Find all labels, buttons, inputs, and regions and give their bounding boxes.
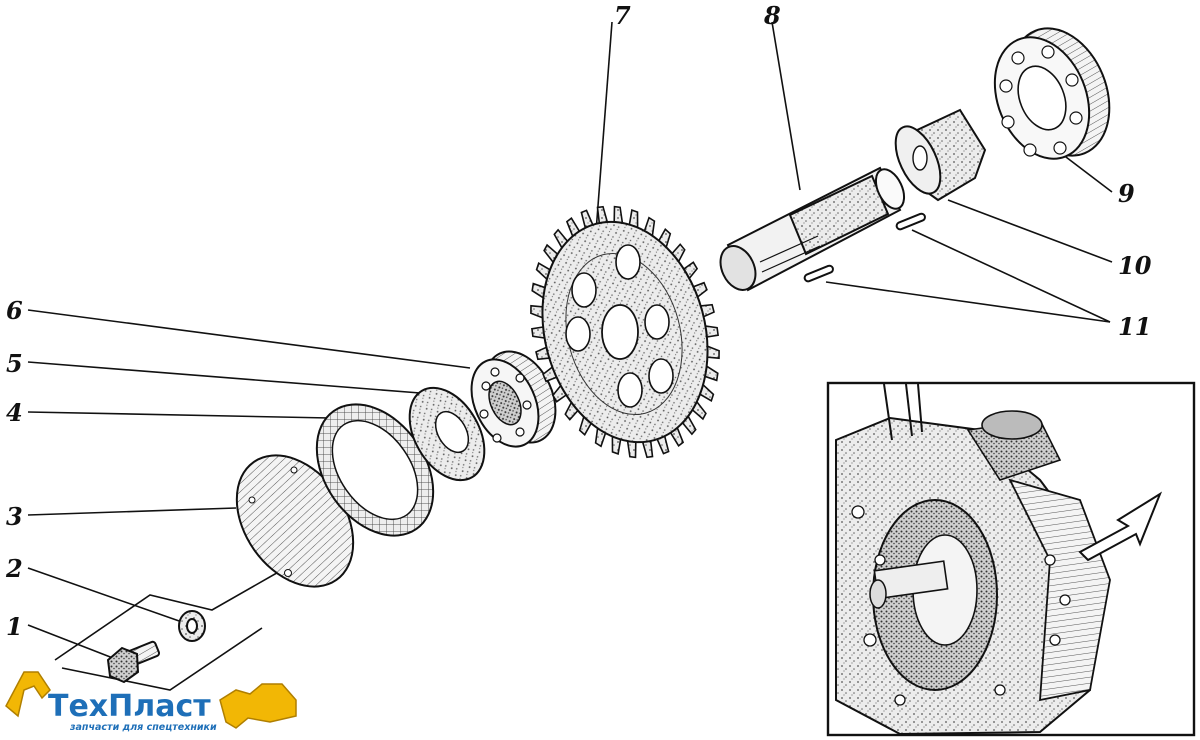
callout-5: 5 (6, 349, 23, 378)
techplast-logo: ТехПласт запчасти для спецтехники (5, 671, 297, 733)
location-arrow-icon (1078, 491, 1163, 562)
callout-2: 2 (5, 554, 23, 583)
gear-tooth (641, 440, 654, 459)
bevel-gear-part (894, 108, 987, 202)
logo-tagline: запчасти для спецтехники (69, 722, 217, 733)
callout-7: 7 (614, 1, 631, 30)
logo-brand-text: ТехПласт (48, 689, 211, 724)
excavator-left-icon (5, 671, 51, 718)
leader-lines (27, 21, 1113, 691)
bolt-part (106, 640, 160, 684)
callout-labels: 1 2 3 4 5 6 7 8 9 10 11 (5, 1, 1152, 641)
bearing-part (470, 350, 557, 448)
shim-ring-part (408, 386, 486, 482)
callout-6: 6 (6, 296, 23, 325)
gear-tooth (613, 205, 624, 224)
callout-3: 3 (6, 502, 23, 531)
gear-tooth (596, 205, 609, 224)
callout-1: 1 (6, 612, 23, 641)
large-bearing-part (993, 27, 1111, 160)
washer-part (178, 610, 206, 642)
shaft-part (719, 166, 906, 292)
gasket-part (315, 403, 435, 537)
gear-tooth (530, 304, 544, 319)
callout-9: 9 (1118, 179, 1135, 208)
gear-tooth (706, 345, 720, 360)
callout-11: 11 (1118, 312, 1151, 341)
spur-gear-part (530, 205, 720, 459)
callout-10: 10 (1118, 251, 1152, 280)
inset-housing-view (826, 381, 1196, 737)
callout-4: 4 (6, 398, 23, 427)
gear-tooth (626, 440, 637, 459)
callout-8: 8 (763, 1, 781, 30)
excavator-right-icon (219, 683, 297, 729)
key-parts (803, 212, 926, 283)
